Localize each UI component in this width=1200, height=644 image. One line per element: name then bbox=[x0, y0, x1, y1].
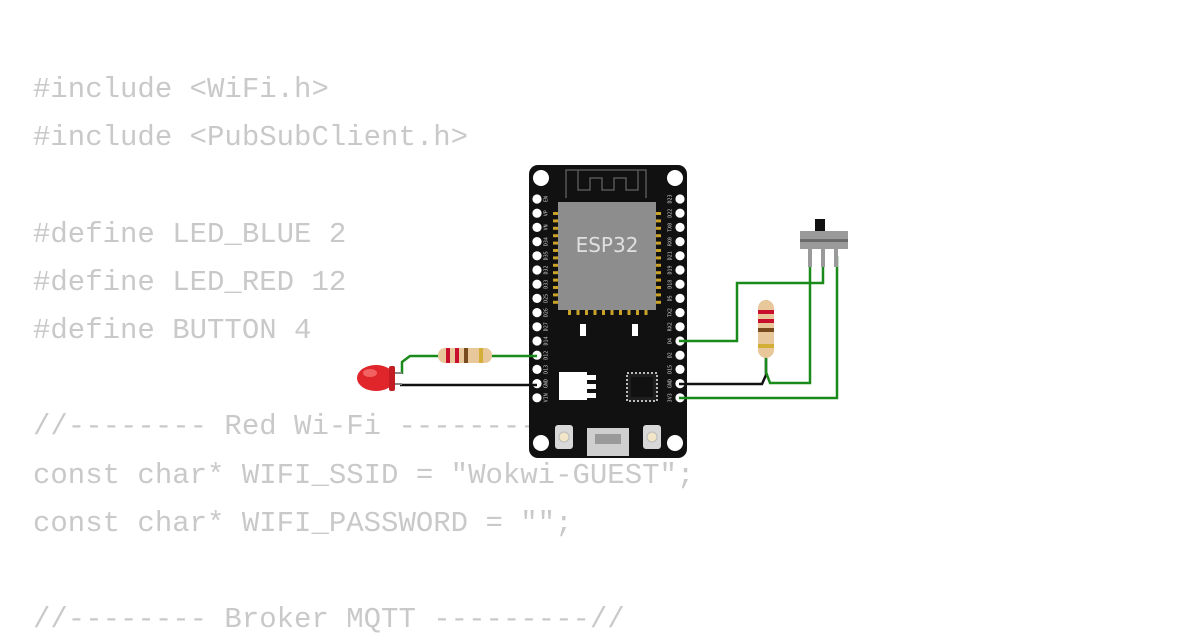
wire-d4-switch bbox=[679, 256, 825, 343]
pin-label: D5 bbox=[668, 295, 674, 301]
header-pin-d19[interactable] bbox=[675, 265, 685, 275]
pin-label: VP bbox=[544, 210, 550, 216]
header-pin-d32[interactable] bbox=[532, 265, 542, 275]
header-pin-tx2[interactable] bbox=[675, 308, 685, 318]
header-pin-d5[interactable] bbox=[675, 293, 685, 303]
header-pin-d33[interactable] bbox=[532, 279, 542, 289]
header-pin-d35[interactable] bbox=[532, 251, 542, 261]
usb-chip bbox=[626, 372, 658, 402]
header-pin-d13[interactable] bbox=[532, 364, 542, 374]
header-pin-d2[interactable] bbox=[675, 350, 685, 360]
pin-label: 3V3 bbox=[668, 393, 674, 402]
pin-label: D33 bbox=[544, 280, 550, 289]
code-line: #define LED_RED 12 bbox=[33, 265, 347, 299]
header-pin-rx0[interactable] bbox=[675, 237, 685, 247]
pin-label: D32 bbox=[544, 265, 550, 274]
header-pin-d26[interactable] bbox=[532, 308, 542, 318]
pin-label: RX0 bbox=[668, 237, 674, 246]
header-pin-d22[interactable] bbox=[675, 208, 685, 218]
pin-label: D4 bbox=[668, 338, 674, 344]
header-pin-d23[interactable] bbox=[675, 194, 685, 204]
pin-label: D14 bbox=[544, 336, 550, 345]
wire-led-resistor bbox=[400, 354, 440, 374]
esp32-module bbox=[558, 202, 656, 310]
code-line: #define BUTTON 4 bbox=[33, 313, 312, 347]
code-line: #define LED_BLUE 2 bbox=[33, 217, 347, 251]
header-pin-vin[interactable] bbox=[532, 393, 542, 403]
pin-label: D34 bbox=[544, 237, 550, 246]
pin-label: D2 bbox=[668, 352, 674, 358]
header-pin-d34[interactable] bbox=[532, 237, 542, 247]
header-pin-d14[interactable] bbox=[532, 336, 542, 346]
header-pin-vn[interactable] bbox=[532, 222, 542, 232]
header-pin-d21[interactable] bbox=[675, 251, 685, 261]
pin-label: EN bbox=[544, 196, 550, 202]
pin-label: VIN bbox=[544, 393, 550, 402]
header-pin-gnd[interactable] bbox=[532, 379, 542, 389]
pin-label: D22 bbox=[668, 209, 674, 218]
resistor-led[interactable] bbox=[438, 348, 492, 363]
red-led[interactable] bbox=[357, 365, 402, 391]
header-pin-d18[interactable] bbox=[675, 279, 685, 289]
pin-label: D12 bbox=[544, 351, 550, 360]
pin-label: D35 bbox=[544, 251, 550, 260]
code-line: const char* WIFI_SSID = "Wokwi-GUEST"; bbox=[33, 458, 695, 492]
pin-label: D23 bbox=[668, 194, 674, 203]
pin-label: D18 bbox=[668, 280, 674, 289]
wire-3v3-switch bbox=[679, 256, 839, 400]
pin-label: GND bbox=[544, 379, 550, 388]
code-line: #include <PubSubClient.h> bbox=[33, 121, 469, 155]
boot-button[interactable] bbox=[555, 425, 573, 449]
pin-label: D21 bbox=[668, 251, 674, 260]
header-pin-rx2[interactable] bbox=[675, 322, 685, 332]
pin-label: D15 bbox=[668, 365, 674, 374]
wire-gnd-resistor bbox=[679, 355, 768, 386]
chip-label: ESP32 bbox=[576, 233, 639, 257]
pin-label: VN bbox=[544, 224, 550, 230]
pin-label: D25 bbox=[544, 294, 550, 303]
header-pin-d27[interactable] bbox=[532, 322, 542, 332]
header-pin-d25[interactable] bbox=[532, 293, 542, 303]
code-line: #include <WiFi.h> bbox=[33, 73, 329, 106]
reset-button[interactable] bbox=[643, 425, 661, 449]
pin-label: D19 bbox=[668, 265, 674, 274]
micro-usb-port bbox=[587, 428, 629, 456]
module-pins bbox=[553, 212, 661, 315]
resistor-pulldown[interactable] bbox=[758, 300, 774, 358]
switch-handle[interactable] bbox=[815, 219, 825, 233]
header-pin-d15[interactable] bbox=[675, 364, 685, 374]
pin-label: TX2 bbox=[668, 308, 674, 317]
header-pin-vp[interactable] bbox=[532, 208, 542, 218]
pin-label: TX0 bbox=[668, 223, 674, 232]
header-pin-tx0[interactable] bbox=[675, 222, 685, 232]
pin-label: D13 bbox=[544, 365, 550, 374]
pin-label: GND bbox=[668, 379, 674, 388]
source-code: #include <WiFi.h> #include <PubSubClient.… bbox=[33, 66, 694, 644]
slide-switch[interactable] bbox=[800, 219, 848, 267]
header-pin-en[interactable] bbox=[532, 194, 542, 204]
voltage-regulator bbox=[559, 372, 596, 400]
code-line: const char* WIFI_PASSWORD = ""; bbox=[33, 506, 573, 540]
pin-label: D27 bbox=[544, 322, 550, 331]
pin-label: RX2 bbox=[668, 322, 674, 331]
pin-label: D26 bbox=[544, 308, 550, 317]
